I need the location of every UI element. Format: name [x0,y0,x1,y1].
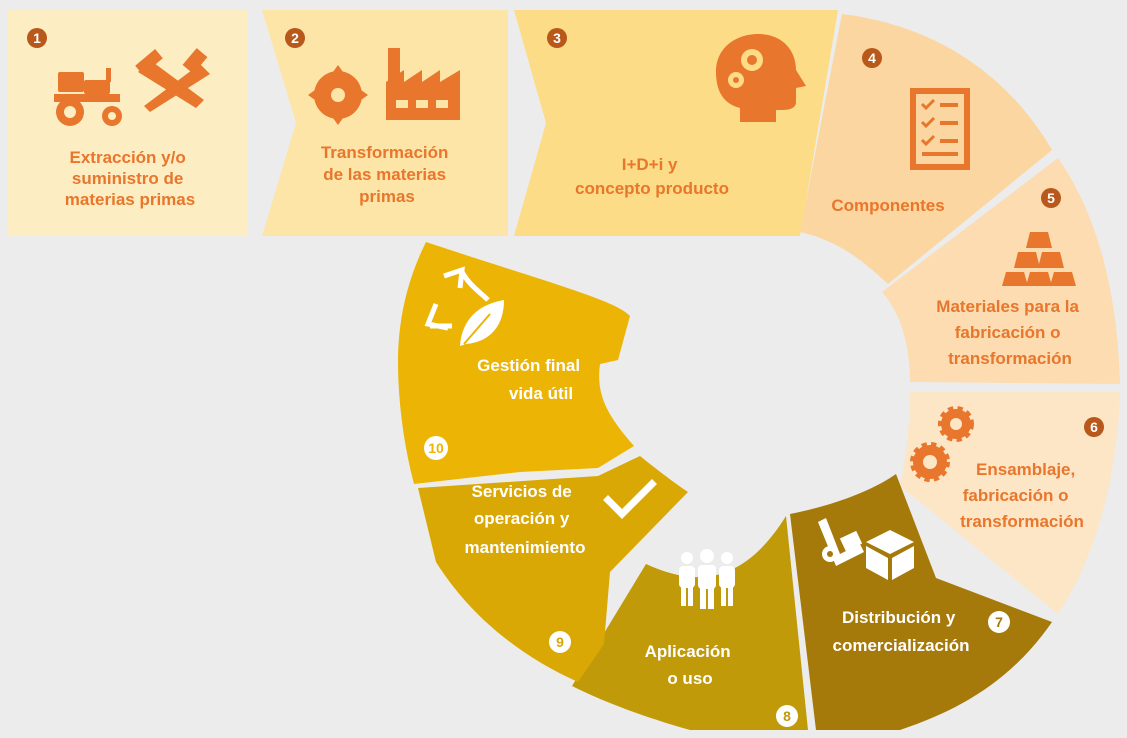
stage-3: 3 I+D+i y concepto producto [514,10,838,236]
stage-2: 2 Transformación de las materias primas [262,10,508,236]
stage-8: Aplicación o uso 8 [572,516,808,730]
stage-10: Gestión final vida útil 10 [398,242,634,484]
stage-6-badge: 6 [1084,417,1104,437]
stage-5-label: Materiales para la fabricación o transfo… [936,297,1083,368]
stage-8-panel [572,516,808,730]
stage-3-badge: 3 [547,28,567,48]
stage-2-label: Transformación de las materias primas [321,143,453,206]
stage-10-label: Gestión final vida útil [477,356,585,403]
head-gears-icon [716,34,806,122]
stage-9-badge: 9 [549,631,571,653]
stage-7-number: 7 [995,614,1003,630]
people-icon [679,549,735,609]
stage-5-number: 5 [1047,190,1055,206]
stage-9: Servicios de operación y mantenimiento 9 [418,456,688,682]
stage-4-number: 4 [868,50,876,66]
stage-10-badge: 10 [424,436,448,460]
recycle-leaf-icon [424,266,504,346]
stage-6: 6 Ensamblaje, fabricación o transformaci… [900,392,1120,614]
tractor-icon [54,68,122,126]
stage-9-label: Servicios de operación y mantenimiento [465,482,586,557]
checkmark-icon [603,479,657,519]
factory-icon [386,48,460,120]
stage-6-panel [900,392,1120,614]
stage-10-panel [398,242,634,484]
saw-blade-icon [308,65,368,125]
stage-7-badge: 7 [988,611,1010,633]
hand-truck-icon [818,518,864,566]
stage-6-number: 6 [1090,419,1098,435]
stage-4-label: Componentes [831,196,944,215]
gears-icon [910,406,974,482]
stage-8-number: 8 [783,708,791,724]
stage-1: 1 Extracción y/o suministro de materias … [8,10,248,236]
stage-5: 5 Materiales para la fabricación o trans… [882,158,1120,384]
box-icon [866,530,914,580]
stage-5-badge: 5 [1041,188,1061,208]
stage-8-badge: 8 [776,705,798,727]
stage-2-badge: 2 [285,28,305,48]
hammer-pick-icon [135,48,210,112]
stage-8-label: Aplicación o uso [645,642,736,688]
stage-7-label: Distribución y comercialización [832,608,969,655]
gold-bars-icon [1002,232,1076,286]
stage-3-label: I+D+i y concepto producto [575,155,729,198]
stage-6-label: Ensamblaje, fabricación o transformación [960,460,1084,531]
stage-9-number: 9 [556,634,564,650]
stage-5-panel [882,158,1120,384]
stage-2-number: 2 [291,30,299,46]
stage-1-number: 1 [33,30,41,46]
stage-7: Distribución y comercialización 7 [790,474,1052,730]
stage-10-number: 10 [428,440,444,456]
stage-4-badge: 4 [862,48,882,68]
stage-4: 4 Componentes [800,14,1052,284]
stage-1-badge: 1 [27,28,47,48]
stage-2-panel [262,10,508,236]
stage-3-number: 3 [553,30,561,46]
checklist-icon [910,88,970,170]
stage-1-label: Extracción y/o suministro de materias pr… [65,148,195,209]
